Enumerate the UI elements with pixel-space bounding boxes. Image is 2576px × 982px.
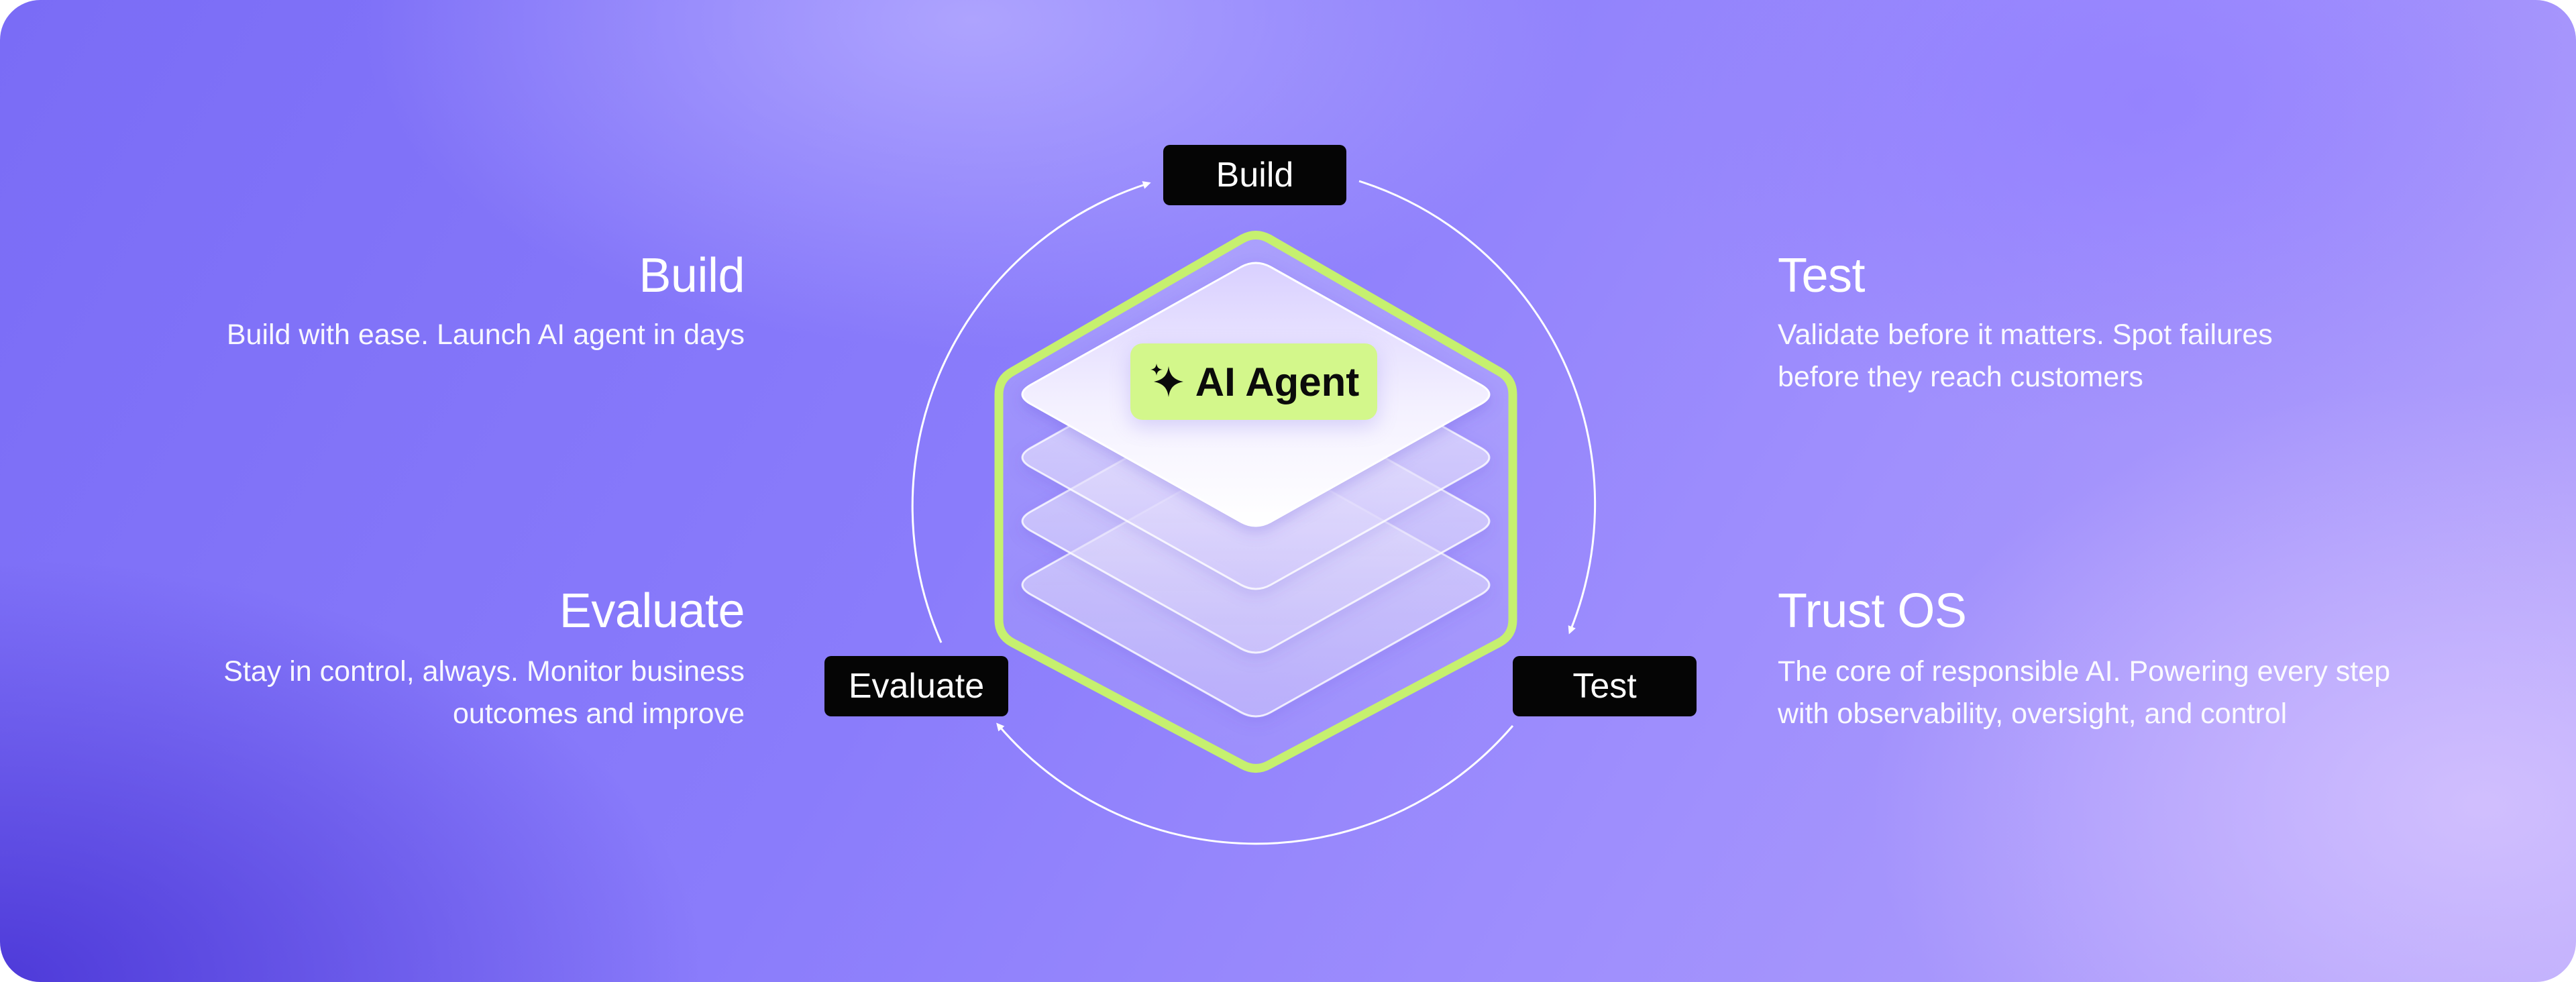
evaluate-title: Evaluate: [559, 584, 745, 638]
trust-os-description-line-2: with observability, oversight, and contr…: [1778, 698, 2288, 730]
trust-os-title: Trust OS: [1778, 584, 1967, 638]
build-title: Build: [639, 249, 745, 303]
cycle-label-test[interactable]: Test: [1513, 656, 1697, 716]
test-description-line-1: Validate before it matters. Spot failure…: [1778, 319, 2273, 351]
cycle-arc-test-to-evaluate: [996, 722, 1514, 845]
build-description-line-1: Build with ease. Launch AI agent in days: [226, 319, 745, 351]
trust-os-description-line-1: The core of responsible AI. Powering eve…: [1778, 655, 2391, 688]
sparkles-icon: [1150, 364, 1183, 397]
test-description: Validate before it matters. Spot failure…: [1778, 314, 2273, 398]
cycle-label-evaluate[interactable]: Evaluate: [824, 656, 1008, 716]
cycle-label-build[interactable]: Build: [1163, 145, 1346, 205]
test-description-line-2: before they reach customers: [1778, 361, 2143, 393]
ai-agent-chip: AI Agent: [1130, 343, 1377, 420]
evaluate-description-line-1: Stay in control, always. Monitor busines…: [223, 655, 745, 688]
cycle-arc-evaluate-to-build: [911, 181, 1151, 643]
trust-os-description: The core of responsible AI. Powering eve…: [1778, 651, 2390, 735]
evaluate-description-line-2: outcomes and improve: [453, 698, 745, 730]
test-title: Test: [1778, 249, 1866, 303]
build-description: Build with ease. Launch AI agent in days: [227, 314, 745, 356]
cycle-arc-build-to-test: [1358, 180, 1597, 635]
evaluate-description: Stay in control, always. Monitor busines…: [223, 651, 745, 735]
ai-agent-label: AI Agent: [1195, 359, 1360, 404]
